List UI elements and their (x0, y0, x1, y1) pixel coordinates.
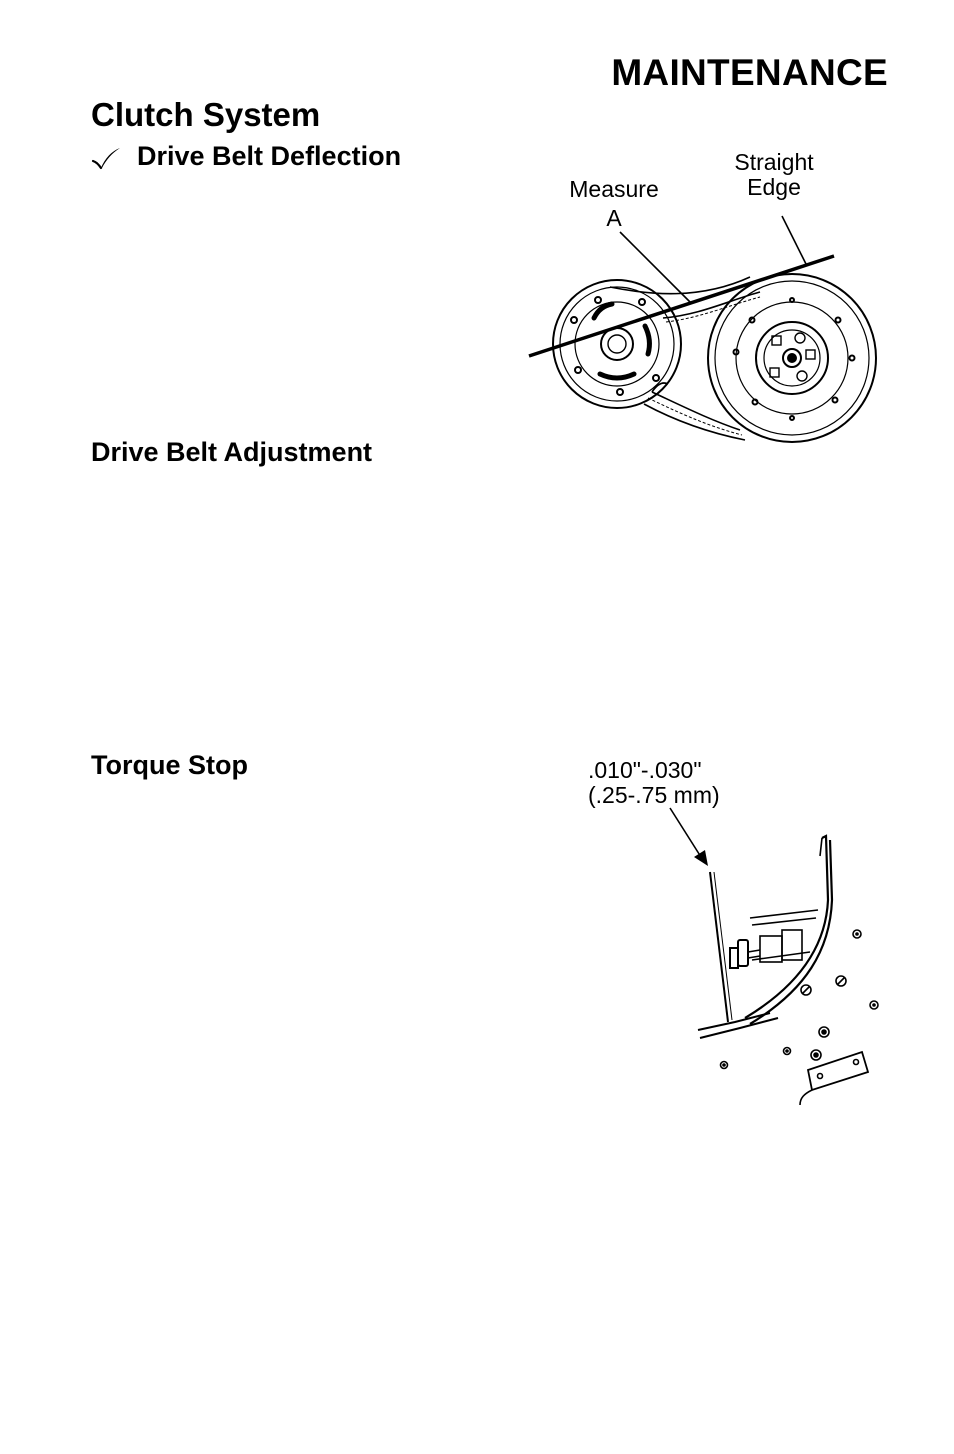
figure-label-clearance: .010"-.030" (.25-.75 mm) (588, 757, 720, 808)
torque-stop-diagram (669, 807, 879, 1106)
measure-leader-line (619, 231, 691, 303)
belt-deflection-diagram (528, 215, 877, 443)
subheading-torque-stop: Torque Stop (91, 750, 248, 780)
clearance-arrow (669, 807, 702, 858)
figure-label-straight-edge: Straight Edge (734, 149, 814, 200)
section-title: Clutch System (91, 96, 321, 133)
figure-label-measure: Measure (569, 176, 659, 202)
figure-label-a: A (606, 205, 622, 231)
subheading-drive-belt-adjustment: Drive Belt Adjustment (91, 437, 373, 467)
straight-edge-line (528, 254, 835, 358)
checkmark-icon (91, 148, 120, 170)
straight-edge-leader-line (781, 215, 807, 265)
page-header: MAINTENANCE (611, 52, 888, 93)
subheading-drive-belt-deflection: Drive Belt Deflection (137, 141, 402, 171)
